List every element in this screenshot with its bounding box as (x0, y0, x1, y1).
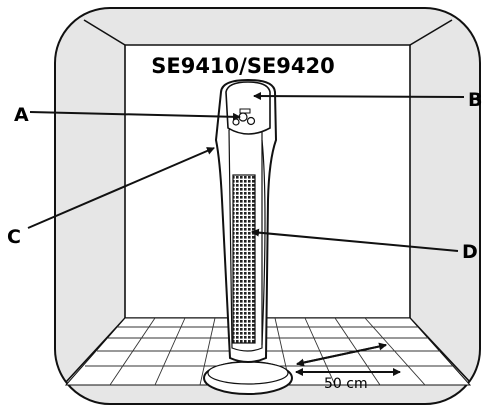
callout-c: C (7, 226, 21, 248)
callout-lines (27, 92, 465, 252)
clearance-label: 50 cm (324, 376, 368, 392)
model-title: SE9410/SE9420 (151, 54, 335, 78)
clearance-arrows (295, 342, 401, 376)
callout-b: B (468, 89, 482, 111)
callout-d: D (462, 241, 478, 263)
callout-a: A (14, 104, 29, 126)
tower-fan (203, 78, 293, 395)
